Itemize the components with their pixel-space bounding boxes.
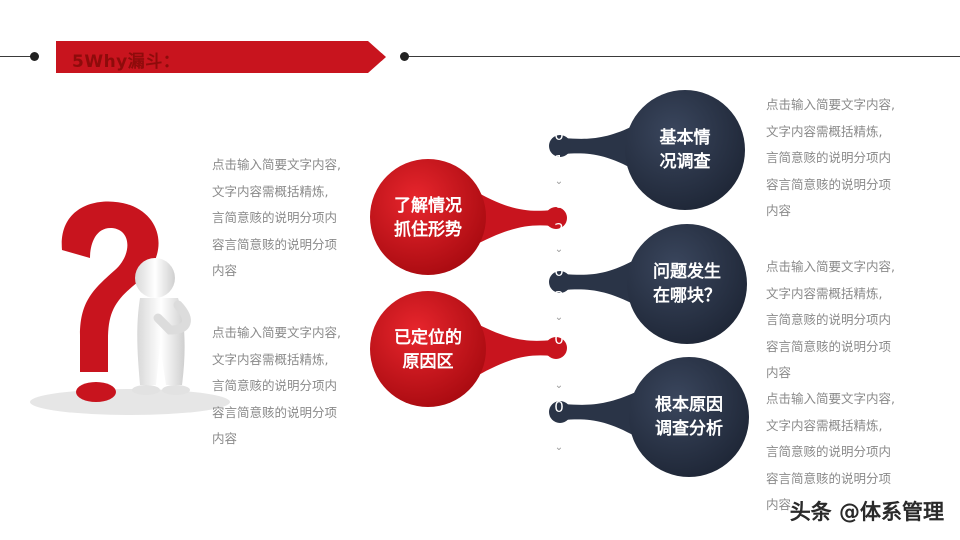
left-bubble-2-label: 已定位的 原因区: [394, 328, 462, 372]
right-description-3: 点击输入简要文字内容, 文字内容需概括精炼, 言简意赅的说明分项内 容言简意赅的…: [766, 391, 895, 512]
step-digit: 0: [554, 126, 564, 144]
step-numbers: 0 1 ⌄ 0 2 ⌄ 0 3 ⌄ 0 4 ⌄ 0 5 ⌄: [549, 124, 569, 454]
left-description-1: 点击输入简要文字内容, 文字内容需概括精炼, 言简意赅的说明分项内 容言简意赅的…: [212, 157, 341, 278]
step-digit: 0: [554, 330, 564, 348]
step-digit: 1: [554, 152, 564, 170]
header-dot-left: [30, 52, 39, 61]
chevron-down-icon: ⌄: [554, 176, 564, 187]
step-digit: 0: [554, 398, 564, 416]
right-bubble-1: [549, 90, 745, 210]
right-description-1: 点击输入简要文字内容, 文字内容需概括精炼, 言简意赅的说明分项内 容言简意赅的…: [766, 97, 895, 218]
watermark: 头条 @体系管理: [789, 500, 944, 524]
step-digit: 3: [554, 288, 564, 306]
chevron-down-icon: ⌄: [554, 312, 564, 323]
header-line-left: [0, 56, 36, 57]
header-line-right: [404, 56, 960, 57]
step-digit: 0: [554, 262, 564, 280]
right-bubble-1-label: 基本情 况调查: [659, 128, 711, 172]
step-digit: 5: [554, 424, 564, 442]
right-bubble-3-label: 根本原因 调查分析: [655, 395, 723, 439]
page-title: 5Why漏斗：: [72, 52, 181, 72]
left-bubble-1: [370, 159, 567, 275]
right-description-2: 点击输入简要文字内容, 文字内容需概括精炼, 言简意赅的说明分项内 容言简意赅的…: [766, 259, 895, 380]
left-description-2: 点击输入简要文字内容, 文字内容需概括精炼, 言简意赅的说明分项内 容言简意赅的…: [212, 325, 341, 446]
right-bubble-2: [549, 224, 747, 344]
header-dot-right: [400, 52, 409, 61]
step-digit: 0: [554, 194, 564, 212]
right-bubble-3: [549, 357, 749, 477]
title-banner: [56, 41, 386, 73]
step-digit: 2: [554, 220, 564, 238]
left-bubble-2: [370, 291, 567, 407]
step-digit: 4: [554, 356, 564, 374]
chevron-down-icon: ⌄: [554, 380, 564, 391]
question-mark-person-icon: [30, 201, 230, 415]
left-bubble-1-label: 了解情况 抓住形势: [394, 196, 462, 240]
chevron-down-icon: ⌄: [554, 442, 564, 453]
chevron-down-icon: ⌄: [554, 244, 564, 255]
right-bubble-2-label: 问题发生 在哪块？: [653, 262, 721, 306]
